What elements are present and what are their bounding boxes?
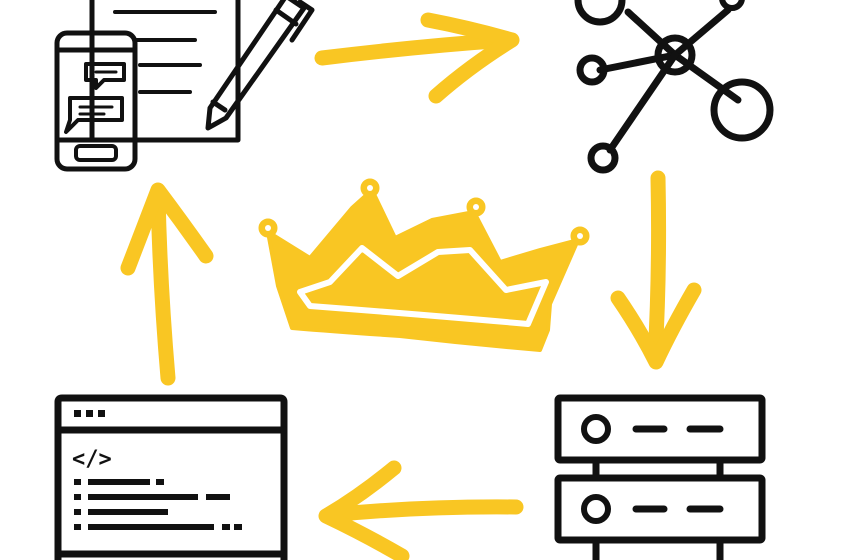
smartphone-chat-icon xyxy=(54,30,138,172)
code-window-icon: </> xyxy=(54,394,288,560)
arrow-down-icon xyxy=(610,170,702,370)
arrow-right-icon xyxy=(314,12,520,104)
code-editor-window-node: </> xyxy=(54,394,288,560)
arrow-left-icon xyxy=(318,460,524,560)
arrow-up-icon xyxy=(120,182,214,386)
server-stack-node xyxy=(554,394,766,560)
crown-icon xyxy=(258,178,590,352)
document-with-phone-node xyxy=(54,0,315,172)
flow-arrows xyxy=(120,12,702,560)
network-graph-icon xyxy=(574,0,774,174)
pen-icon xyxy=(205,0,315,131)
server-stack-icon xyxy=(554,394,766,560)
code-glyph-label: </> xyxy=(72,447,112,472)
network-graph-node xyxy=(574,0,774,174)
